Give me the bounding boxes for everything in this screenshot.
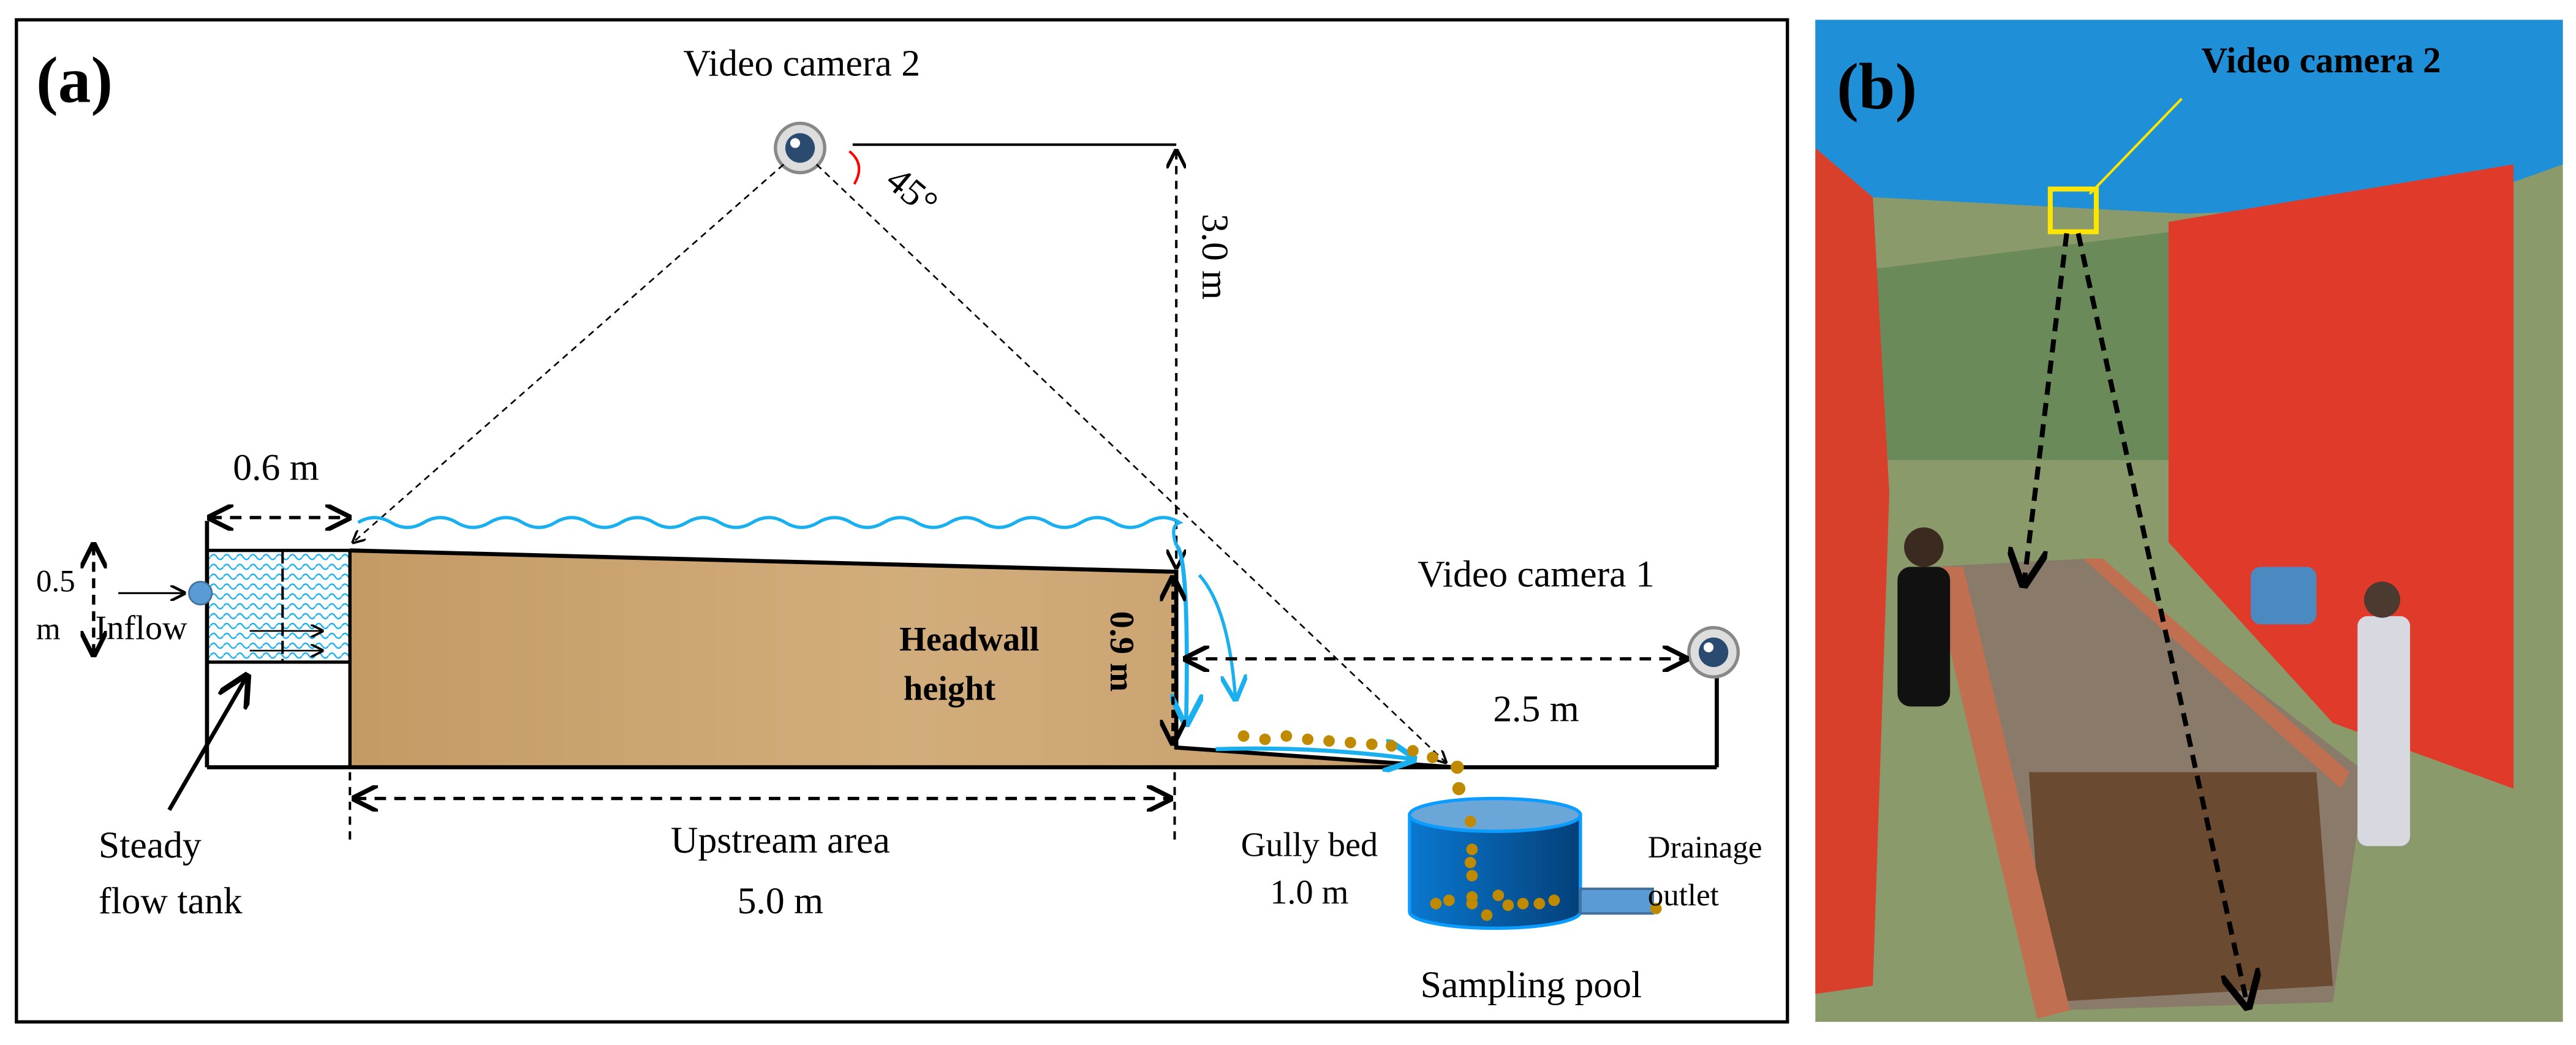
camera-2-view-line-left: [353, 164, 785, 542]
video-camera-1-label: Video camera 1: [1418, 554, 1655, 595]
drainage-label-2: outlet: [1648, 878, 1719, 913]
headwall-label-1: Headwall: [899, 621, 1039, 658]
drainage-label-1: Drainage: [1648, 831, 1762, 865]
panel-a-label: (a): [36, 43, 113, 116]
drainage-outlet-pipe: [1579, 888, 1654, 915]
camera-1-icon: [1687, 625, 1740, 679]
height-3m-label: 3.0 m: [1194, 214, 1236, 300]
steady-flow-tank: [205, 521, 350, 768]
steady-label-1: Steady: [99, 824, 202, 866]
panel-a: (a) Video camera 2 45° 3.0 m 0.6 m 0.5 m: [15, 18, 1789, 1024]
camera-2-icon: [774, 121, 826, 175]
gully-pit: [2028, 772, 2333, 1003]
steady-label-2: flow tank: [99, 880, 243, 922]
person-3: [2251, 567, 2317, 625]
soil-slope: [350, 550, 1454, 768]
headwall-label-2: height: [904, 670, 995, 708]
sampling-pool-icon: [1408, 796, 1662, 930]
gully-bed-label-2: 1.0 m: [1270, 873, 1348, 911]
plunge-flow: [1198, 574, 1236, 698]
panel-b-label: (b): [1837, 50, 1917, 123]
sampling-pool-label: Sampling pool: [1421, 964, 1642, 1006]
camera-2-pointer: [2088, 97, 2183, 195]
person-2: [2357, 616, 2411, 847]
camera-2-view-right: [2076, 233, 2247, 1005]
upstream-label-2: 5.0 m: [738, 880, 823, 922]
panel-b-camera-label: Video camera 2: [2202, 40, 2441, 80]
inflow-pipe-icon: [188, 581, 213, 606]
red-curtain-right: [2168, 164, 2514, 789]
person-1: [1897, 567, 1951, 707]
tank-height-label-2: m: [36, 612, 61, 646]
tank-width-label: 0.6 m: [233, 447, 319, 488]
inflow-label: Inflow: [96, 609, 187, 647]
tank-height-label-1: 0.5: [36, 565, 75, 599]
red-curtain-left: [1815, 148, 1890, 994]
sediment-particles: [1237, 730, 1466, 796]
gully-bed-label-1: Gully bed: [1241, 826, 1378, 864]
camera-2-marker: [2047, 186, 2099, 235]
brick-wall-left: [1930, 567, 2071, 1019]
panel-b-photo: [1815, 20, 2563, 1022]
video-camera-2-label: Video camera 2: [683, 43, 920, 85]
surface-water-flow: [357, 516, 1184, 546]
camera-1-distance-label: 2.5 m: [1493, 688, 1579, 730]
camera-2-view-left: [2024, 233, 2069, 583]
tent-roof: [1815, 20, 2563, 214]
steady-tank-pointer: [167, 677, 246, 811]
camouflage-net: [1856, 230, 2185, 461]
upstream-label-1: Upstream area: [671, 820, 890, 861]
gully-bed-flow: [1215, 749, 1413, 759]
headwall-height-value: 0.9 m: [1103, 611, 1141, 692]
angle-arc: [848, 150, 861, 185]
brick-wall-right: [2083, 558, 2349, 789]
